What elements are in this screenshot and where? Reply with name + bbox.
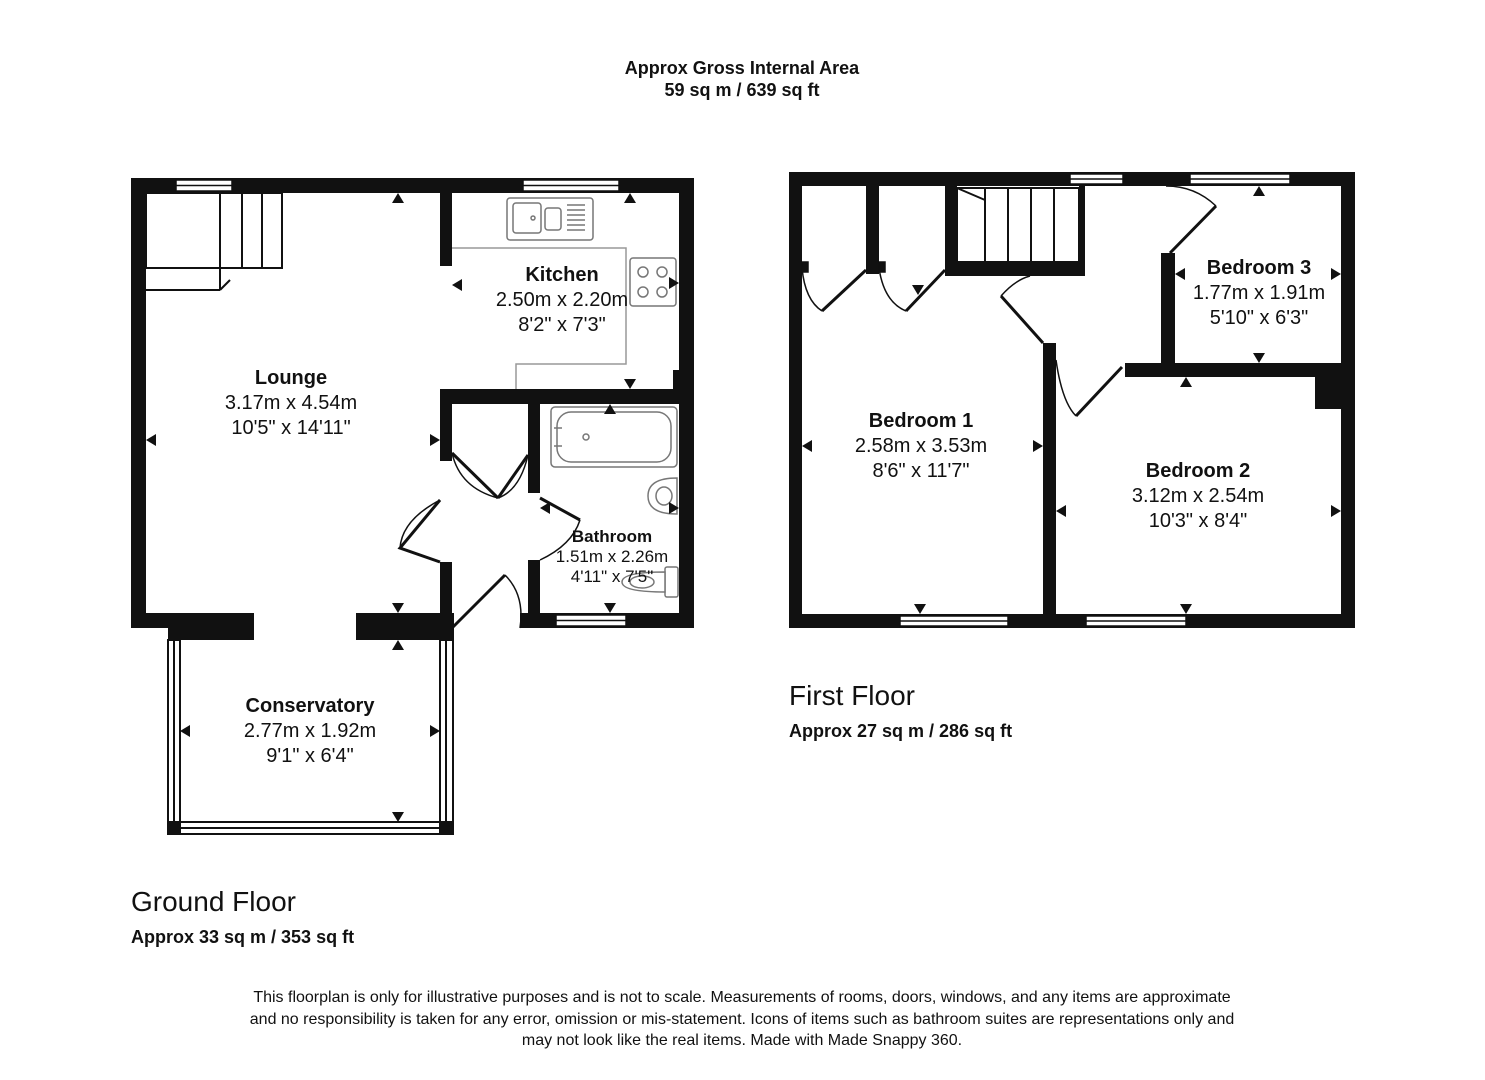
- first-floor-doors: [801, 185, 1218, 418]
- room-name: Kitchen: [525, 264, 599, 286]
- first-floor-windows: [899, 173, 1291, 627]
- room-name: Bedroom 3: [1206, 257, 1312, 279]
- room-metric: 2.50m x 2.20m: [495, 289, 629, 311]
- first-floor-stairs: [956, 187, 1080, 263]
- kitchen-counter: [452, 247, 627, 389]
- room-metric: 2.77m x 1.92m: [243, 720, 377, 742]
- conservatory-frame: [167, 639, 454, 835]
- ground-floor-measurement-arrows: [146, 193, 679, 822]
- first-floor-plan: [789, 172, 1355, 628]
- room-imperial: 8'2" x 7'3": [518, 314, 606, 336]
- disclaimer-line: and no responsibility is taken for any e…: [249, 1011, 1235, 1028]
- ground-floor-stairs: [145, 192, 283, 291]
- room-name: Bedroom 2: [1145, 460, 1251, 482]
- room-metric: 3.12m x 2.54m: [1131, 485, 1265, 507]
- first-floor-walls: [789, 172, 1355, 628]
- hob-icon: [629, 257, 677, 307]
- room-name: Lounge: [254, 367, 328, 389]
- room-imperial: 8'6" x 11'7": [872, 460, 970, 482]
- first-floor-area: Approx 27 sq m / 286 sq ft: [789, 721, 1013, 741]
- room-name: Conservatory: [245, 695, 375, 717]
- room-metric: 2.58m x 3.53m: [854, 435, 988, 457]
- room-imperial: 10'5" x 14'11": [231, 417, 351, 439]
- ground-floor-windows: [175, 179, 627, 627]
- first-floor-label: First Floor: [789, 680, 915, 711]
- room-name: Bedroom 1: [868, 410, 974, 432]
- disclaimer-line: This floorplan is only for illustrative …: [253, 989, 1231, 1006]
- gross-area-title: Approx Gross Internal Area: [624, 58, 860, 78]
- room-imperial: 4'11" x 7'5": [570, 567, 654, 586]
- room-name: Bathroom: [571, 527, 653, 546]
- ground-floor-label: Ground Floor: [131, 886, 296, 917]
- bath-icon: [550, 406, 678, 468]
- room-imperial: 10'3" x 8'4": [1148, 510, 1248, 532]
- ground-floor-area: Approx 33 sq m / 353 sq ft: [131, 927, 355, 947]
- disclaimer-line: may not look like the real items. Made w…: [521, 1032, 963, 1049]
- gross-area-value: 59 sq m / 639 sq ft: [664, 80, 820, 100]
- room-imperial: 5'10" x 6'3": [1209, 307, 1309, 329]
- ground-floor-doors: [397, 451, 581, 630]
- room-metric: 1.51m x 2.26m: [555, 547, 669, 566]
- ground-floor-plan: [131, 178, 694, 835]
- room-imperial: 9'1" x 6'4": [266, 745, 354, 767]
- room-metric: 1.77m x 1.91m: [1192, 282, 1326, 304]
- room-metric: 3.17m x 4.54m: [224, 392, 358, 414]
- first-floor-measurement-arrows: [802, 186, 1341, 614]
- sink-icon: [506, 197, 594, 241]
- toilet-icon: [621, 566, 679, 598]
